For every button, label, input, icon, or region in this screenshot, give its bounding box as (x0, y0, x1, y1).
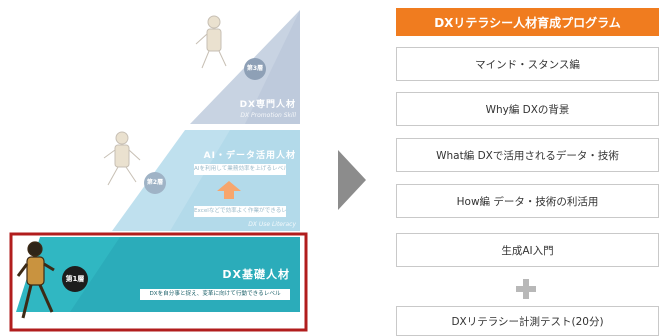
tier-2-shape-light (170, 130, 300, 231)
tier-2-person-figure (103, 131, 141, 186)
tier-1-title: DX基礎人材 (222, 268, 290, 281)
level-up-arrow (217, 181, 241, 199)
tier-1-subtitle: DX Literacy (257, 317, 292, 324)
program-header: DXリテラシー人材育成プログラム (396, 8, 659, 36)
tier-1-person-figure (16, 241, 55, 319)
right-arrow-icon (338, 150, 366, 210)
tier-3-title: DX専門人材 (239, 100, 296, 110)
module-what: What編 DXで活用されるデータ・技術 (396, 138, 659, 172)
tier-1-description: DXを自分事と捉え、変革に向けて行動できるレベル (140, 289, 290, 300)
module-mind-stance: マインド・スタンス編 (396, 47, 659, 81)
plus-icon (516, 279, 536, 299)
tier-3-shape-light (245, 10, 300, 124)
tier-2-badge: 第2層 (144, 172, 166, 194)
tier-1-badge: 第1層 (62, 266, 88, 292)
tier-2-description-1: AIを利用して業務効率を上げるレベル (194, 164, 286, 175)
tier-1-highlight-frame (9, 232, 308, 332)
module-why: Why編 DXの背景 (396, 92, 659, 126)
tier-2-title: AI・データ活用人材 (203, 151, 296, 161)
module-generative-ai: 生成AI入門 (396, 233, 659, 267)
module-how: How編 データ・技術の利活用 (396, 184, 659, 218)
module-literacy-test: DXリテラシー計測テスト(20分) (396, 306, 659, 336)
tier-3-person-figure (195, 15, 227, 69)
tier-2-subtitle: DX Use Literacy (248, 221, 296, 228)
tier-3-subtitle: DX Promotion Skill (240, 112, 296, 119)
tier-2-description-2: Excelなどで効率よく作業ができるレベル (194, 206, 286, 217)
tier-3-badge: 第3層 (244, 58, 266, 80)
